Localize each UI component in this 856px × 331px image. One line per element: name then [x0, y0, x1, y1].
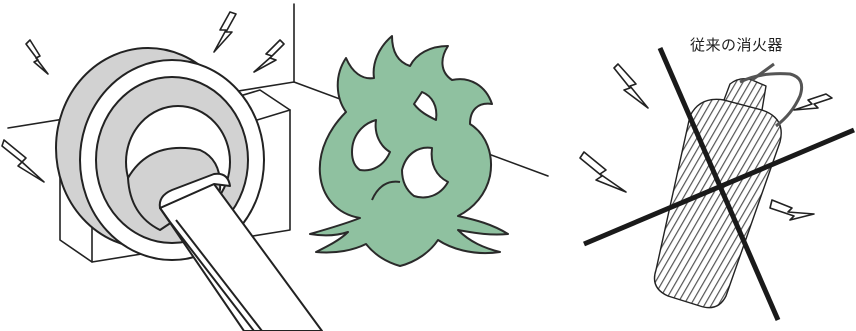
caption-conventional-extinguisher: 従来の消火器 [690, 34, 783, 55]
flame-icon [310, 36, 508, 266]
